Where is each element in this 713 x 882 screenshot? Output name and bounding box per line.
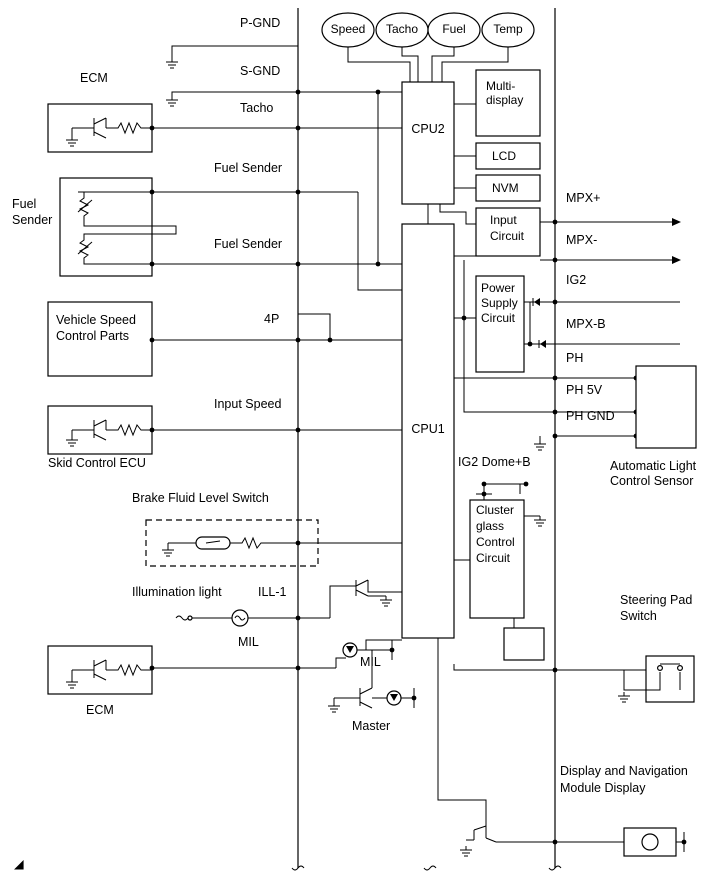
fuel-sender-box-label-2: Sender bbox=[12, 213, 52, 227]
dome-switch bbox=[476, 481, 529, 500]
multi-display-label-2: display bbox=[486, 93, 523, 107]
lcd-label: LCD bbox=[492, 149, 516, 163]
ig2-label: IG2 bbox=[566, 273, 586, 287]
mpx-minus-label: MPX- bbox=[566, 233, 597, 247]
ph-label: PH bbox=[566, 351, 583, 365]
power-supply-block bbox=[475, 275, 525, 373]
nvm-block bbox=[475, 174, 541, 202]
display-nav-circuit bbox=[437, 638, 687, 857]
multi-display-block bbox=[475, 69, 541, 137]
display-nav-label-2: Module Display bbox=[560, 781, 646, 795]
vsc-label-1: Vehicle Speed bbox=[56, 313, 136, 327]
power-supply-label-2: Supply bbox=[481, 296, 518, 310]
fuel-gauge-label: Fuel bbox=[442, 22, 465, 36]
cluster-glass-label-1: Cluster bbox=[476, 503, 514, 517]
multi-display-label-1: Multi- bbox=[486, 79, 515, 93]
input-speed-label: Input Speed bbox=[214, 397, 281, 411]
skid-control-ecu-box bbox=[47, 405, 153, 455]
tacho-gauge-label: Tacho bbox=[386, 22, 418, 36]
brake-fluid-level-switch bbox=[145, 519, 402, 567]
nvm-label: NVM bbox=[492, 181, 519, 195]
cpu2-block bbox=[401, 81, 455, 205]
sgnd-label: S-GND bbox=[240, 64, 280, 78]
vehicle-speed-control-box bbox=[47, 301, 153, 377]
pgnd-label: P-GND bbox=[240, 16, 280, 30]
ecm-bottom-label: ECM bbox=[86, 703, 114, 717]
automatic-light-sensor-label-2: Control Sensor bbox=[610, 474, 693, 488]
steering-pad-label-2: Switch bbox=[620, 609, 657, 623]
cpu1-label: CPU1 bbox=[411, 422, 444, 436]
master-label: Master bbox=[352, 719, 390, 733]
power-supply-label-1: Power bbox=[481, 281, 515, 295]
cpu2-label: CPU2 bbox=[411, 122, 444, 136]
power-supply-label-3: Circuit bbox=[481, 311, 516, 325]
skid-control-ecu-label: Skid Control ECU bbox=[48, 456, 146, 470]
fuel-sender-top-label: Fuel Sender bbox=[214, 161, 282, 175]
cpu1-block bbox=[401, 223, 455, 639]
automatic-light-sensor-label-1: Automatic Light bbox=[610, 459, 697, 473]
ecm-top-label: ECM bbox=[80, 71, 108, 85]
speed-gauge-label: Speed bbox=[331, 22, 366, 36]
phgnd-label: PH GND bbox=[566, 409, 615, 423]
automatic-light-sensor-box bbox=[635, 365, 697, 449]
cluster-glass-label-2: glass bbox=[476, 519, 504, 533]
vsc-label-2: Control Parts bbox=[56, 329, 129, 343]
tacho-label: Tacho bbox=[240, 101, 273, 115]
fourp-label: 4P bbox=[264, 312, 279, 326]
ecm-top-box bbox=[47, 103, 153, 153]
brake-fluid-label: Brake Fluid Level Switch bbox=[132, 491, 269, 505]
ig2-mpxb-inputs bbox=[524, 298, 680, 348]
master-indicator bbox=[327, 650, 417, 713]
cluster-glass-control-block bbox=[469, 499, 525, 619]
corner-mark: ◢ bbox=[14, 857, 24, 871]
ill1-label: ILL-1 bbox=[258, 585, 287, 599]
ecm-bottom-box bbox=[47, 645, 153, 695]
steering-pad-switch bbox=[453, 655, 695, 703]
display-panel-block bbox=[503, 627, 545, 661]
lcd-block bbox=[475, 142, 541, 170]
illumination-circuit bbox=[175, 579, 402, 627]
mil-left-label: MIL bbox=[238, 635, 259, 649]
gauge-group: Speed Tacho Fuel Temp bbox=[321, 12, 535, 82]
ph5v-label: PH 5V bbox=[566, 383, 603, 397]
input-circuit-block bbox=[475, 207, 541, 257]
display-nav-label-1: Display and Navigation bbox=[560, 764, 688, 778]
mpx-plus-label: MPX+ bbox=[566, 191, 600, 205]
mpxb-label: MPX-B bbox=[566, 317, 606, 331]
input-circuit-label-1: Input bbox=[490, 213, 517, 227]
mpx-lines bbox=[540, 218, 681, 264]
illumination-light-label: Illumination light bbox=[132, 585, 222, 599]
ig2-dome-label: IG2 Dome+B bbox=[458, 455, 531, 469]
mil-right-label: MIL bbox=[360, 655, 381, 669]
cluster-glass-label-3: Control bbox=[476, 535, 515, 549]
fuel-sender-bottom-label: Fuel Sender bbox=[214, 237, 282, 251]
mil-led-indicator bbox=[335, 639, 402, 668]
fuel-sender-box bbox=[59, 177, 177, 277]
fuel-sender-box-label-1: Fuel bbox=[12, 197, 36, 211]
temp-gauge-label: Temp bbox=[493, 22, 523, 36]
input-circuit-label-2: Circuit bbox=[490, 229, 525, 243]
cluster-glass-label-4: Circuit bbox=[476, 551, 511, 565]
steering-pad-label-1: Steering Pad bbox=[620, 593, 692, 607]
